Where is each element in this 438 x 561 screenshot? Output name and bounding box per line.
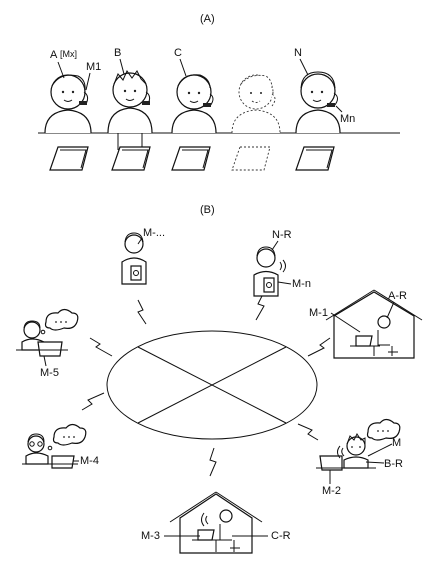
thought-bubble-icon <box>366 418 401 441</box>
participant-b <box>107 69 153 150</box>
participant-a-label: A <box>50 49 58 61</box>
laptop-icon <box>51 455 75 469</box>
hair <box>51 74 86 91</box>
device-m-4-label: M-4 <box>80 455 99 467</box>
person-b-r-label: B-R <box>384 458 403 470</box>
participant-a-tag: [Mx] <box>60 49 77 59</box>
remote-user-5 <box>16 308 79 357</box>
laptop-icon <box>37 341 63 357</box>
person-mark-m-label: M <box>392 437 401 449</box>
participant-a <box>44 74 92 134</box>
phone-icon <box>263 277 275 293</box>
panel-b-caption: (B) <box>200 204 215 216</box>
participant-c-label: C <box>174 47 182 59</box>
participant-c <box>171 74 217 134</box>
device-m-3-label: M-3 <box>141 530 160 542</box>
microphone-icon <box>327 103 335 107</box>
microphone-icon <box>142 101 150 105</box>
laptop-icon <box>319 455 343 471</box>
phone-icon <box>130 265 142 281</box>
remote-user-4 <box>22 423 87 469</box>
laptop-icon <box>197 529 215 541</box>
remote-house-c <box>169 491 263 554</box>
participant-n <box>295 71 341 134</box>
network-ellipse <box>106 330 318 440</box>
participant-b-label: B <box>114 47 121 59</box>
participant-n-label: N <box>294 47 302 59</box>
person-n-r-label: N-R <box>272 229 292 241</box>
microphone-icon <box>79 101 87 105</box>
remote-user-n <box>253 246 286 297</box>
device-m-n-label: M-n <box>292 278 311 290</box>
device-m-2-label: M-2 <box>322 485 341 497</box>
device-m-5-label: M-5 <box>40 367 59 379</box>
torso <box>44 109 92 134</box>
remote-user-b <box>316 418 401 471</box>
remote-house-a <box>325 289 423 359</box>
remote-user-top <box>121 232 147 285</box>
participant-a-mic-label: M1 <box>86 61 101 73</box>
device-m-top-label: M-... <box>143 227 165 239</box>
participant-n-mic-label: Mn <box>340 113 355 125</box>
thought-bubble-icon <box>44 308 79 331</box>
thought-bubble-icon <box>52 423 87 446</box>
panel-a-caption: (A) <box>200 13 215 25</box>
person-a-r-label: A-R <box>388 290 407 302</box>
device-m-1-label: M-1 <box>309 307 328 319</box>
person-c-r-label: C-R <box>271 530 291 542</box>
microphone-icon <box>203 103 211 107</box>
wireless-links <box>81 291 331 477</box>
laptop-icon <box>355 335 373 347</box>
participant-absent <box>231 74 281 134</box>
documents-row <box>49 146 335 171</box>
